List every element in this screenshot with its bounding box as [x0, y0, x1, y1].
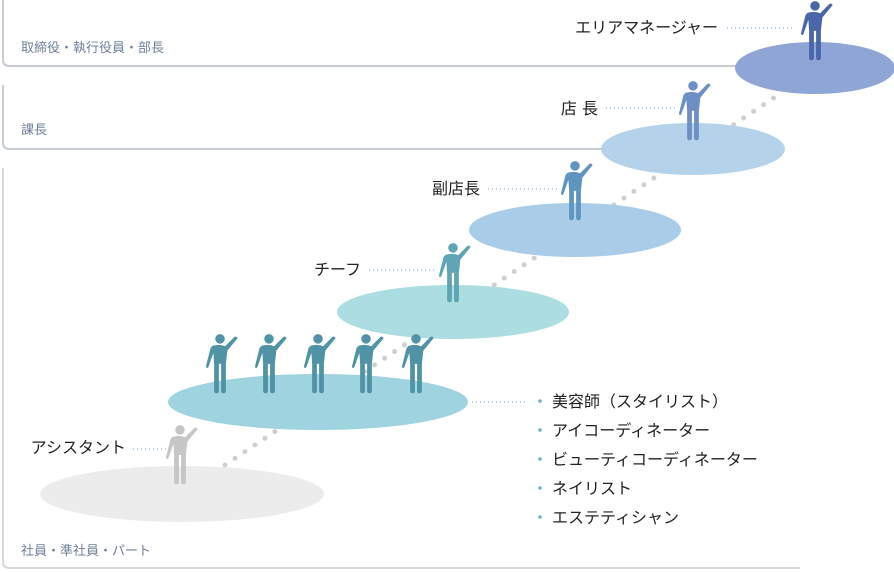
store-manager-label: 店 長	[561, 99, 598, 118]
band-executive-label: 取締役・執行役員・部長	[21, 40, 164, 56]
label-chief: チーフ	[314, 260, 436, 279]
chief-label: チーフ	[314, 260, 361, 279]
roles-list: 美容師（スタイリスト） アイコーディネーター ビューティコーディネーター ネイリ…	[538, 392, 758, 527]
bullet-dot-icon	[538, 515, 542, 519]
disc-chief	[337, 285, 569, 339]
bullet-dot-icon	[538, 486, 542, 490]
label-deputy-manager: 副店長	[432, 179, 558, 198]
band-staff-label: 社員・準社員・パート	[21, 543, 151, 559]
bullet-dot-icon	[538, 428, 542, 432]
deputy-manager-label: 副店長	[432, 179, 480, 198]
band-staff: 社員・準社員・パート	[1, 168, 800, 569]
label-assistant: アシスタント	[31, 438, 168, 457]
disc-store-manager	[601, 123, 785, 175]
area-manager-label: エリアマネージャー	[575, 18, 718, 37]
role-item: 美容師（スタイリスト）	[552, 392, 728, 411]
label-store-manager: 店 長	[561, 99, 676, 118]
disc-deputy-manager	[469, 203, 681, 257]
label-area-manager: エリアマネージャー	[575, 18, 795, 37]
disc-assistant	[40, 466, 324, 522]
role-item: ネイリスト	[552, 479, 632, 498]
bullet-dot-icon	[538, 457, 542, 461]
assistant-label: アシスタント	[31, 438, 126, 457]
role-item: アイコーディネーター	[552, 421, 710, 440]
disc-staff	[168, 374, 468, 430]
role-item: ビューティコーディネーター	[552, 450, 758, 469]
role-item: エステティシャン	[552, 508, 679, 527]
bullet-dot-icon	[538, 399, 542, 403]
band-executive: 取締役・執行役員・部長	[1, 0, 760, 67]
band-section-manager-label: 課長	[21, 122, 47, 138]
disc-area-manager	[735, 42, 894, 94]
band-section-manager: 課長	[1, 85, 610, 150]
